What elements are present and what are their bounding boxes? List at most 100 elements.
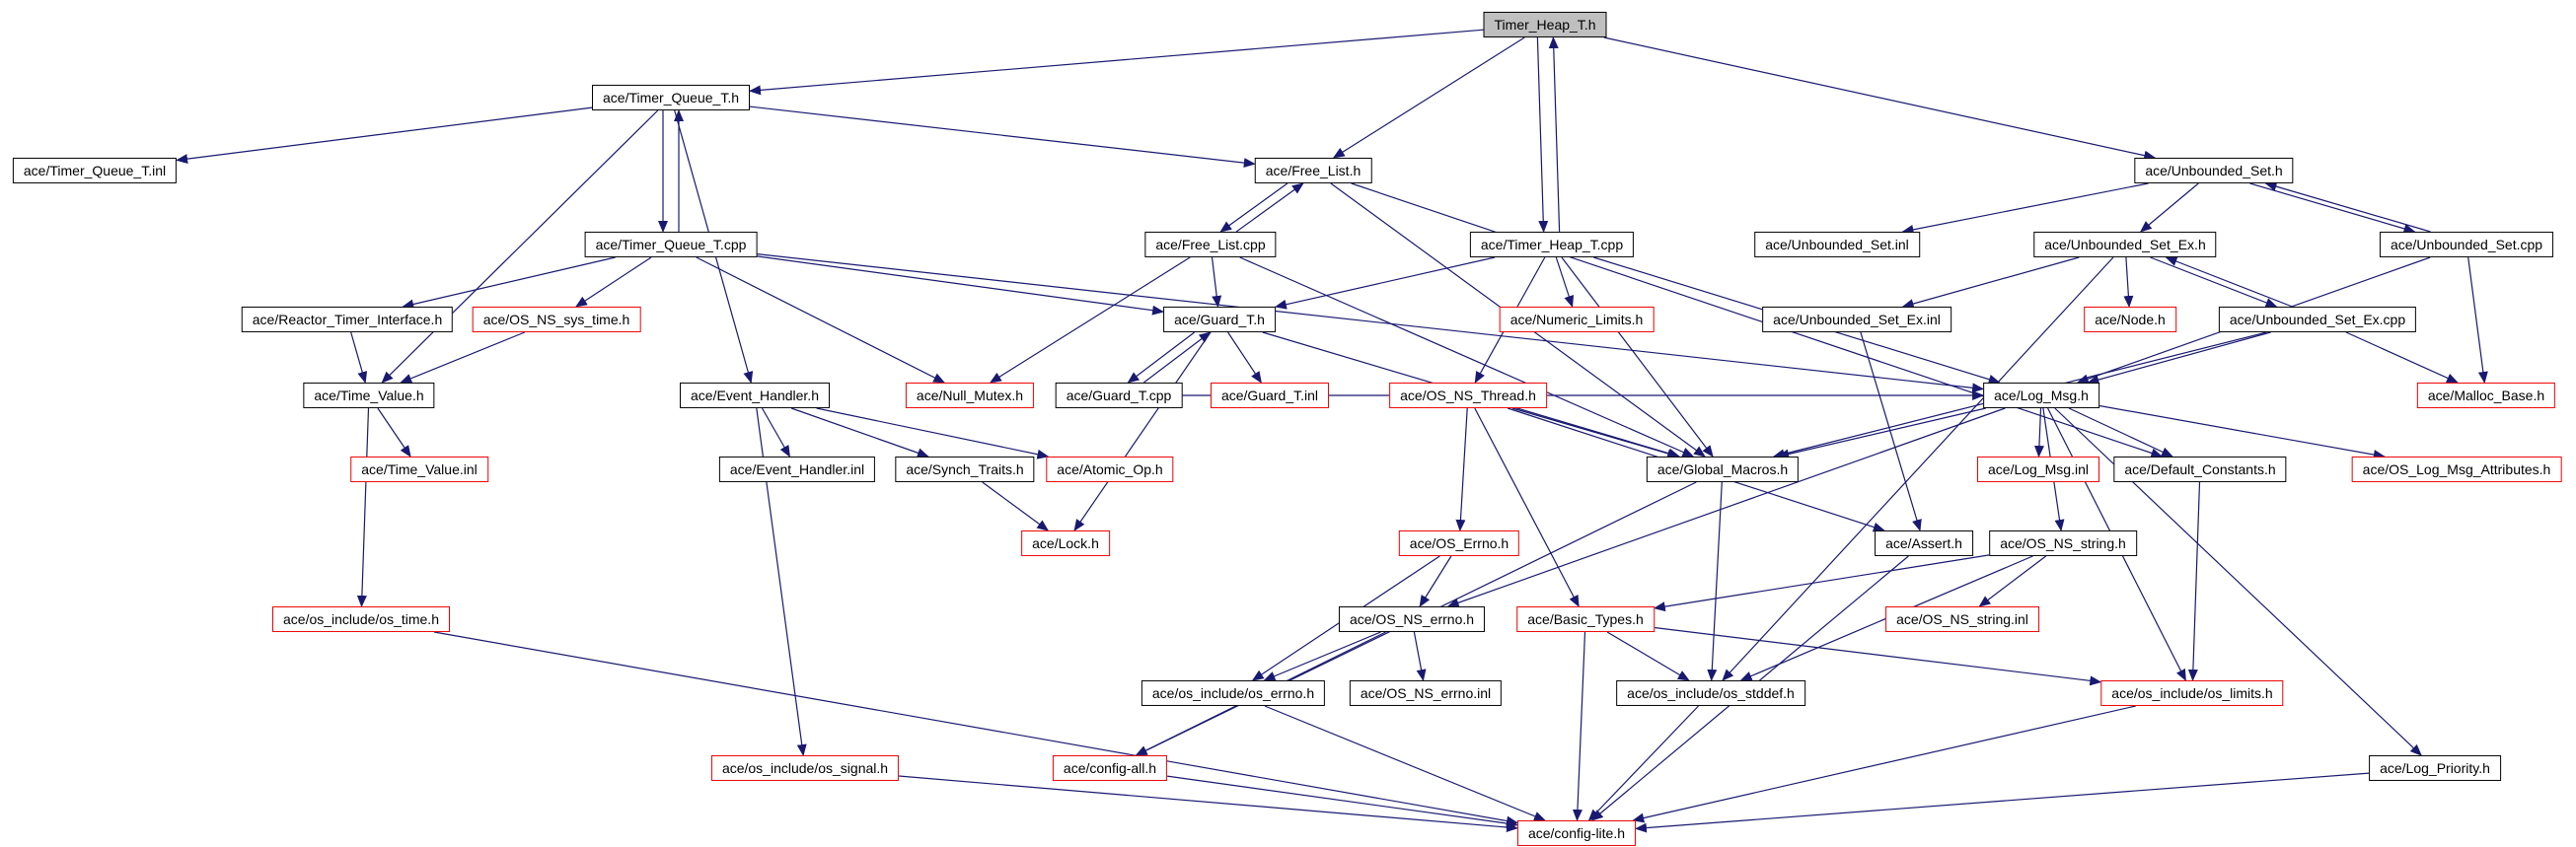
graph-edge — [1211, 256, 1222, 308]
graph-node-ace-guard-t-cpp[interactable]: ace/Guard_T.cpp — [1055, 382, 1183, 409]
graph-node-ace-timer-queue-t-cpp[interactable]: ace/Timer_Queue_T.cpp — [584, 231, 758, 258]
graph-node-ace-unbounded-set-cpp[interactable]: ace/Unbounded_Set.cpp — [2379, 231, 2554, 258]
graph-node-ace-time-value-h[interactable]: ace/Time_Value.h — [303, 382, 435, 409]
graph-node-ace-timer-queue-t-inl[interactable]: ace/Timer_Queue_T.inl — [12, 157, 178, 184]
graph-edge — [816, 407, 1050, 459]
graph-edge — [402, 256, 616, 310]
graph-edge — [1653, 554, 1990, 612]
graph-edge — [2087, 331, 2271, 385]
graph-node-ace-timer-queue-t-h[interactable]: ace/Timer_Queue_T.h — [592, 84, 750, 111]
graph-node-ace-os-include-os-limits-h[interactable]: ace/os_include/os_limits.h — [2100, 679, 2284, 707]
graph-edge — [1978, 555, 2047, 607]
graph-edge — [377, 407, 411, 458]
graph-node-ace-basic-types-h[interactable]: ace/Basic_Types.h — [1516, 605, 1655, 633]
graph-edge — [989, 256, 1191, 384]
graph-node-ace-os-ns-errno-h[interactable]: ace/OS_NS_errno.h — [1338, 605, 1486, 633]
graph-node-ace-time-value-inl[interactable]: ace/Time_Value.inl — [350, 456, 488, 483]
graph-node-ace-os-ns-sys-time-h[interactable]: ace/OS_NS_sys_time.h — [472, 306, 641, 333]
graph-node-timer-heap-t-h[interactable]: Timer_Heap_T.h — [1483, 11, 1607, 38]
graph-edge — [790, 407, 929, 459]
graph-edge — [2139, 182, 2199, 233]
graph-node-ace-assert-h[interactable]: ace/Assert.h — [1875, 529, 1973, 557]
graph-node-ace-os-log-msg-attributes-h[interactable]: ace/OS_Log_Msg_Attributes.h — [2351, 456, 2562, 483]
graph-edge — [2150, 256, 2278, 308]
graph-node-ace-log-priority-h[interactable]: ace/Log_Priority.h — [2369, 754, 2501, 782]
graph-edge — [1561, 256, 1714, 458]
graph-node-ace-event-handler-inl[interactable]: ace/Event_Handler.inl — [718, 456, 876, 483]
graph-edge — [1332, 36, 1525, 159]
graph-node-ace-os-ns-string-h[interactable]: ace/OS_NS_string.h — [1989, 529, 2137, 557]
graph-node-ace-os-ns-thread-h[interactable]: ace/OS_NS_Thread.h — [1389, 382, 1547, 409]
graph-edge — [1227, 331, 1262, 384]
graph-edge — [982, 481, 1050, 531]
graph-edge — [2068, 407, 2173, 458]
graph-node-ace-unbounded-set-h[interactable]: ace/Unbounded_Set.h — [2134, 157, 2294, 184]
graph-edge — [2345, 331, 2459, 384]
graph-edge — [761, 407, 791, 458]
graph-node-ace-lock-h[interactable]: ace/Lock.h — [1021, 529, 1110, 557]
graph-node-ace-unbounded-set-inl[interactable]: ace/Unbounded_Set.inl — [1754, 231, 1920, 258]
graph-edge — [1073, 331, 1212, 531]
graph-edge — [1901, 182, 2149, 235]
graph-edge — [2467, 256, 2488, 384]
graph-node-ace-node-h[interactable]: ace/Node.h — [2084, 306, 2176, 333]
graph-edge — [1264, 705, 1546, 821]
graph-edge — [1722, 256, 2114, 681]
graph-edge — [1127, 331, 1196, 384]
graph-node-ace-global-macros-h[interactable]: ace/Global_Macros.h — [1646, 456, 1800, 483]
graph-edge — [749, 29, 1484, 96]
graph-edge — [2033, 407, 2044, 458]
graph-node-ace-unbounded-set-ex-inl[interactable]: ace/Unbounded_Set_Ex.inl — [1762, 306, 1951, 333]
graph-node-ace-log-msg-h[interactable]: ace/Log_Msg.h — [1983, 382, 2099, 409]
graph-node-ace-default-constants-h[interactable]: ace/Default_Constants.h — [2113, 456, 2287, 483]
graph-edge — [1555, 256, 1575, 308]
graph-node-ace-config-lite-h[interactable]: ace/config-lite.h — [1516, 819, 1637, 847]
graph-edge — [1654, 626, 2102, 686]
graph-edge — [1707, 481, 1723, 681]
graph-edge — [1548, 36, 1561, 233]
graph-node-ace-event-handler-h[interactable]: ace/Event_Handler.h — [680, 382, 830, 409]
graph-edge — [749, 106, 1256, 169]
graph-node-ace-free-list-h[interactable]: ace/Free_List.h — [1254, 157, 1372, 184]
graph-node-ace-atomic-op-h[interactable]: ace/Atomic_Op.h — [1046, 456, 1174, 483]
graph-edge — [575, 256, 652, 308]
graph-node-ace-numeric-limits-h[interactable]: ace/Numeric_Limits.h — [1499, 306, 1655, 333]
graph-edge — [1603, 36, 2157, 161]
graph-edge — [433, 631, 1518, 826]
graph-node-ace-os-include-os-time-h[interactable]: ace/os_include/os_time.h — [272, 605, 450, 633]
graph-edge — [1536, 36, 1549, 233]
graph-node-ace-null-mutex-h[interactable]: ace/Null_Mutex.h — [905, 382, 1035, 409]
graph-node-ace-os-include-os-stddef-h[interactable]: ace/os_include/os_stddef.h — [1616, 679, 1805, 707]
graph-node-ace-synch-traits-h[interactable]: ace/Synch_Traits.h — [895, 456, 1035, 483]
graph-edge — [757, 253, 1985, 393]
graph-edge — [381, 109, 659, 384]
graph-node-ace-reactor-timer-interface-h[interactable]: ace/Reactor_Timer_Interface.h — [241, 306, 454, 333]
graph-node-ace-guard-t-inl[interactable]: ace/Guard_T.inl — [1210, 382, 1330, 409]
graph-node-ace-malloc-base-h[interactable]: ace/Malloc_Base.h — [2416, 382, 2556, 409]
graph-edge — [2264, 181, 2431, 233]
graph-node-ace-log-msg-inl[interactable]: ace/Log_Msg.inl — [1977, 456, 2099, 483]
graph-edge — [176, 106, 593, 165]
graph-node-ace-os-include-os-errno-h[interactable]: ace/os_include/os_errno.h — [1141, 679, 1326, 707]
graph-edge — [899, 775, 1518, 832]
graph-edge — [1606, 631, 1690, 681]
graph-node-ace-unbounded-set-ex-h[interactable]: ace/Unbounded_Set_Ex.h — [2033, 231, 2217, 258]
graph-edge — [696, 256, 946, 384]
graph-node-ace-config-all-h[interactable]: ace/config-all.h — [1052, 754, 1168, 782]
graph-edge — [1635, 772, 2370, 833]
graph-edge — [2187, 481, 2201, 681]
graph-node-ace-guard-t-h[interactable]: ace/Guard_T.h — [1163, 306, 1276, 333]
graph-edge — [1142, 331, 1212, 384]
graph-edge — [1274, 256, 1496, 310]
graph-node-ace-os-ns-errno-inl[interactable]: ace/OS_NS_errno.inl — [1349, 679, 1503, 707]
graph-node-ace-free-list-cpp[interactable]: ace/Free_List.cpp — [1144, 231, 1277, 258]
graph-node-ace-timer-heap-t-cpp[interactable]: ace/Timer_Heap_T.cpp — [1469, 231, 1635, 258]
graph-node-ace-os-ns-string-inl[interactable]: ace/OS_NS_string.inl — [1885, 605, 2039, 633]
graph-node-ace-os-errno-h[interactable]: ace/OS_Errno.h — [1398, 529, 1520, 557]
graph-edge — [1446, 407, 2006, 608]
graph-edge — [400, 331, 526, 384]
graph-node-ace-unbounded-set-ex-cpp[interactable]: ace/Unbounded_Set_Ex.cpp — [2218, 306, 2417, 333]
graph-node-ace-os-include-os-signal-h[interactable]: ace/os_include/os_signal.h — [710, 754, 900, 782]
